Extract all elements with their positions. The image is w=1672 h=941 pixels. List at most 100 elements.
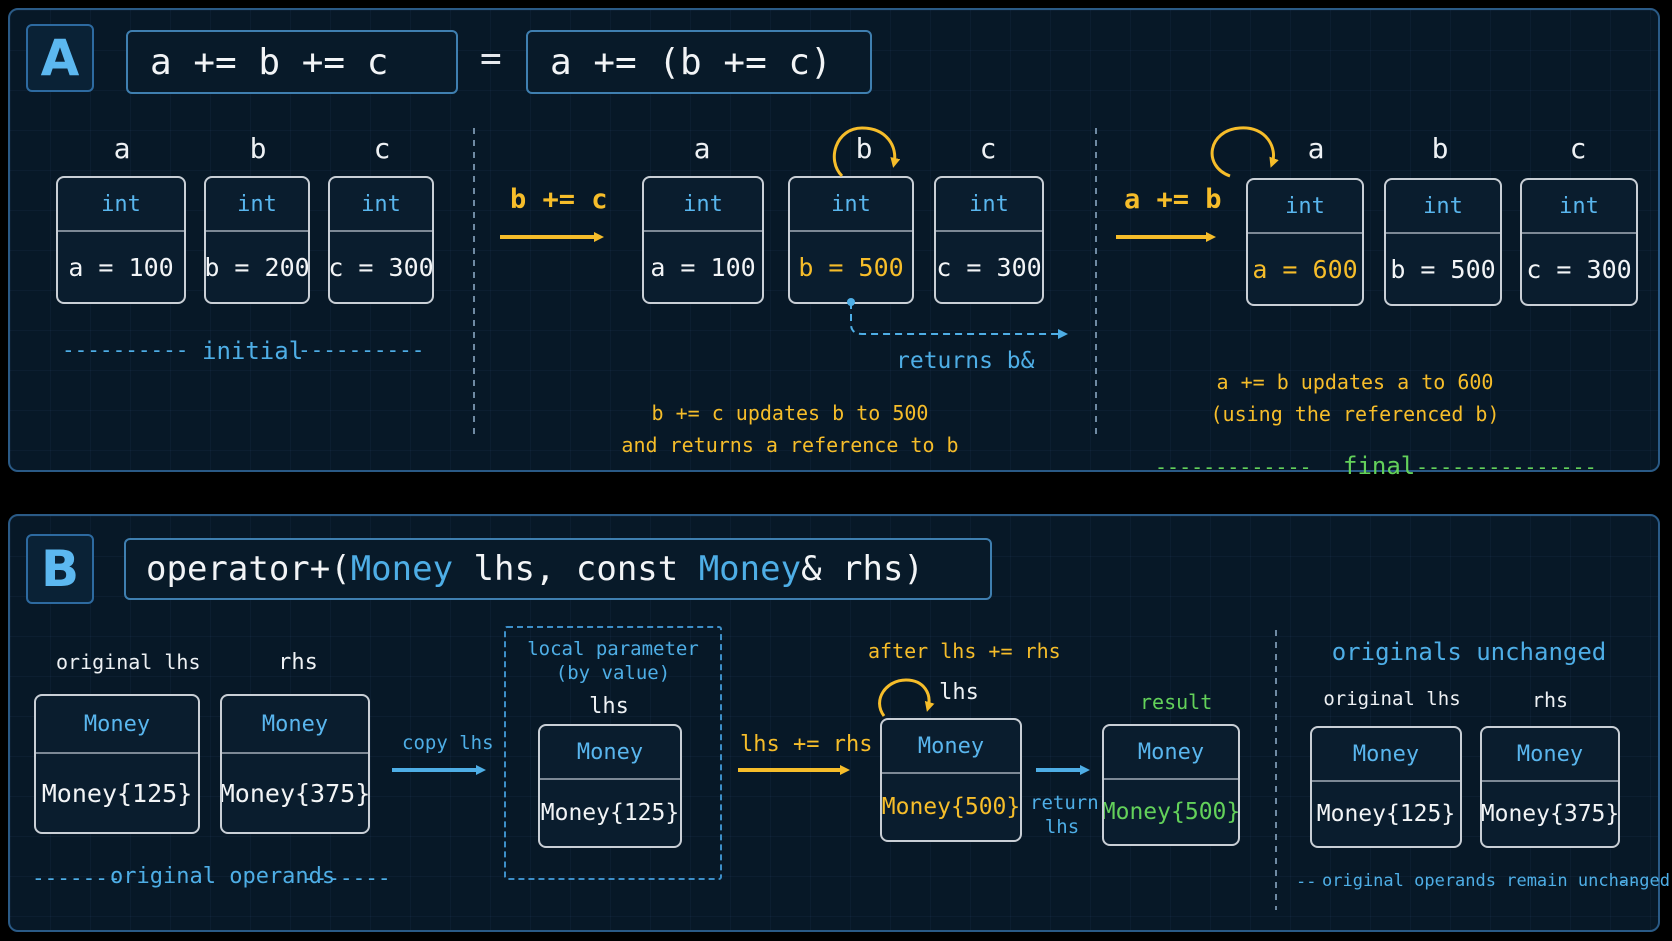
- signature-part1: operator+(: [146, 549, 351, 589]
- unchanged-caption-dashes-left: --: [1296, 872, 1317, 892]
- returns-reference-label: returns b&: [896, 348, 1035, 374]
- original-caption-dashes-right: -------: [302, 866, 391, 890]
- signature-type2: Money: [698, 549, 802, 589]
- local-lhs-label: lhs: [589, 694, 629, 719]
- box-value: b = 500: [798, 252, 904, 282]
- box-type: Money: [540, 726, 680, 780]
- unchanged-caption: original operands remain unchanged: [1322, 871, 1670, 891]
- label-b-step1: b: [855, 132, 873, 165]
- final-caption-dashes-right: ---------------: [1416, 455, 1597, 479]
- int-box-a-final: int a = 600: [1246, 178, 1364, 306]
- initial-caption-dashes-right: ----------: [298, 338, 425, 362]
- money-box-after-lhs: Money Money{500}: [880, 718, 1022, 842]
- box-value: c = 300: [328, 252, 434, 282]
- int-box-b-final: int b = 500: [1384, 178, 1502, 306]
- box-value: Money{125}: [41, 778, 193, 808]
- original-rhs-label: rhs: [278, 650, 318, 675]
- result-label: result: [1140, 690, 1213, 714]
- unchanged-title: originals unchanged: [1331, 638, 1607, 666]
- step2-note-line2: (using the referenced b): [1210, 402, 1500, 426]
- unchanged-rhs-label: rhs: [1531, 688, 1569, 712]
- box-type: int: [936, 178, 1042, 232]
- box-value: Money{125}: [540, 800, 680, 826]
- int-box-c-initial: int c = 300: [328, 176, 434, 304]
- box-type: int: [1248, 180, 1362, 234]
- signature-part3: & rhs): [801, 549, 924, 589]
- after-lhs-label: lhs: [939, 680, 979, 705]
- money-box-original-lhs: Money Money{125}: [34, 694, 200, 834]
- initial-caption: initial: [202, 337, 304, 365]
- box-type: int: [1522, 180, 1636, 234]
- signature-part2: lhs, const: [453, 549, 699, 589]
- label-c-step1: c: [979, 132, 997, 165]
- label-a-step2: a: [1307, 132, 1325, 165]
- returns-reference-arrow: [850, 302, 1068, 339]
- box-value: Money{500}: [881, 794, 1021, 820]
- money-box-unchanged-rhs: Money Money{375}: [1480, 726, 1620, 848]
- box-value: a = 100: [68, 252, 174, 282]
- label-b-step2: b: [1431, 132, 1449, 165]
- int-box-b-initial: int b = 200: [204, 176, 310, 304]
- step1-note-line2: and returns a reference to b: [621, 433, 959, 457]
- label-c-step2: c: [1569, 132, 1587, 165]
- box-type: Money: [1312, 728, 1460, 782]
- label-b-initial: b: [249, 132, 267, 165]
- int-box-a-initial: int a = 100: [56, 176, 186, 304]
- box-type: Money: [222, 696, 368, 754]
- box-value: b = 500: [1390, 254, 1496, 284]
- box-value: a = 100: [650, 252, 756, 282]
- box-value: Money{125}: [1316, 801, 1456, 827]
- panel-b: [8, 514, 1660, 932]
- panel-a-badge: A: [26, 24, 94, 92]
- box-type: int: [790, 178, 912, 232]
- box-value: Money{375}: [220, 778, 370, 808]
- panel-b-badge: B: [26, 534, 94, 604]
- signature-box: operator+(Money lhs, const Money& rhs): [124, 538, 992, 600]
- update-a-loop-icon: [1210, 126, 1279, 178]
- copy-lhs-label: copy lhs: [402, 732, 494, 754]
- after-title: after lhs += rhs: [868, 639, 1061, 663]
- box-type: Money: [1482, 728, 1618, 782]
- money-box-original-rhs: Money Money{375}: [220, 694, 370, 834]
- box-value: Money{500}: [1102, 799, 1240, 825]
- int-box-c-step1: int c = 300: [934, 176, 1044, 304]
- box-type: Money: [36, 696, 198, 754]
- money-box-unchanged-lhs: Money Money{125}: [1310, 726, 1462, 848]
- original-lhs-label: original lhs: [56, 650, 201, 674]
- int-box-a-step1: int a = 100: [642, 176, 764, 304]
- expr-right-box: a += (b += c): [526, 30, 872, 94]
- unchanged-lhs-label: original lhs: [1323, 688, 1461, 710]
- return-lhs-label-line1: return: [1030, 792, 1099, 814]
- box-type: int: [1386, 180, 1500, 234]
- label-a-initial: a: [113, 132, 131, 165]
- money-box-result: Money Money{500}: [1102, 724, 1240, 846]
- final-caption: final: [1343, 452, 1416, 480]
- step2-arrow-label: a += b: [1124, 184, 1222, 215]
- return-lhs-label-line2: lhs: [1044, 816, 1080, 838]
- box-value: c = 300: [1526, 254, 1632, 284]
- equals-sign: =: [480, 38, 502, 79]
- money-box-local-lhs: Money Money{125}: [538, 724, 682, 848]
- box-type: int: [206, 178, 308, 232]
- step1-arrow-label: b += c: [510, 184, 608, 215]
- box-type: int: [58, 178, 184, 232]
- step1-note-line1: b += c updates b to 500: [651, 401, 929, 425]
- box-type: Money: [882, 720, 1020, 774]
- original-caption: original operands: [110, 864, 336, 889]
- local-parameter-title-line1: local parameter: [527, 638, 699, 660]
- after-update-loop-icon: [878, 678, 935, 717]
- op-label: lhs += rhs: [740, 732, 873, 757]
- original-caption-dashes-left: -------: [32, 866, 121, 890]
- box-value: Money{375}: [1480, 801, 1620, 827]
- box-value: b = 200: [204, 252, 310, 282]
- unchanged-caption-dashes-right: --: [1618, 872, 1639, 892]
- local-parameter-frame: [504, 626, 722, 880]
- step2-note-line1: a += b updates a to 600: [1216, 370, 1494, 394]
- int-box-b-step1: int b = 500: [788, 176, 914, 304]
- update-b-loop-icon: [832, 126, 901, 178]
- local-parameter-title-line2: (by value): [555, 662, 671, 684]
- label-c-initial: c: [373, 132, 391, 165]
- final-caption-dashes-left: -------------: [1155, 455, 1312, 479]
- label-a-step1: a: [693, 132, 711, 165]
